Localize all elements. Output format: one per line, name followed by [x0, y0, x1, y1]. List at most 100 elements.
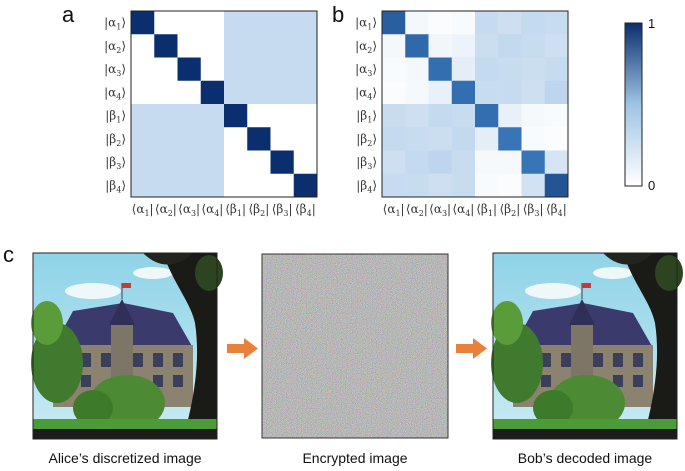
- heatmap-cell: [293, 104, 318, 128]
- heatmap-cell: [200, 127, 225, 151]
- heatmap-cell: [131, 150, 155, 175]
- heatmap-cell: [451, 80, 476, 105]
- heatmap-cell: [544, 34, 569, 58]
- heatmap-cell: [200, 150, 225, 175]
- colorbar-max-label: 1: [648, 16, 655, 31]
- panel-label-c: c: [3, 242, 14, 267]
- heatmap-cell: [382, 11, 406, 35]
- heatmap-cell: [270, 34, 295, 58]
- alice-image-caption: Alice’s discretized image: [48, 450, 202, 466]
- heatmap-cell: [521, 34, 546, 58]
- heatmap-cell: [224, 57, 248, 82]
- heatmap-cell: [270, 104, 295, 128]
- heatmap-cell: [475, 150, 499, 175]
- heatmap-cell: [154, 104, 178, 128]
- heatmap-cell: [270, 57, 295, 82]
- heatmap-cell: [475, 34, 499, 58]
- heatmap-cell: [498, 127, 522, 151]
- heatmap-cell: [247, 57, 271, 82]
- heatmap-cell: [382, 173, 406, 198]
- heatmap-cell: [428, 150, 453, 175]
- heatmap-cell: [247, 11, 271, 35]
- heatmap-cell: [177, 80, 202, 105]
- row-tick-label: |β2⟩: [356, 132, 377, 148]
- heatmap-cell: [224, 80, 248, 105]
- heatmap-cell: [451, 11, 476, 35]
- heatmap-cell: [544, 150, 569, 175]
- heatmap-cell: [451, 150, 476, 175]
- row-tick-label: |α3⟩: [104, 62, 126, 78]
- heatmap-cell: [521, 57, 546, 82]
- heatmap-cell: [475, 127, 499, 151]
- heatmap-cell: [224, 127, 248, 151]
- heatmap-cell: [475, 104, 499, 128]
- heatmap-cell: [247, 127, 271, 151]
- col-tick-label: ⟨α4|: [201, 202, 223, 218]
- heatmap-cell: [405, 57, 429, 82]
- heatmap-cell: [544, 80, 569, 105]
- heatmap-cell: [177, 34, 202, 58]
- row-tick-label: |α2⟩: [104, 39, 126, 55]
- heatmap-cell: [293, 57, 318, 82]
- heatmap-cell: [544, 57, 569, 82]
- row-tick-label: |α4⟩: [104, 85, 126, 101]
- heatmap-cell: [293, 34, 318, 58]
- heatmap-cell: [200, 57, 225, 82]
- heatmap-a: |α1⟩|α2⟩|α3⟩|α4⟩|β1⟩|β2⟩|β3⟩|β4⟩⟨α1|⟨α2|…: [104, 10, 318, 218]
- heatmap-cell: [293, 127, 318, 151]
- heatmap-cell: [428, 80, 453, 105]
- heatmap-cell: [293, 11, 318, 35]
- heatmap-cell: [521, 80, 546, 105]
- heatmap-cell: [200, 80, 225, 105]
- heatmap-cell: [405, 34, 429, 58]
- col-tick-label: ⟨α3|: [178, 202, 200, 218]
- heatmap-cell: [428, 34, 453, 58]
- heatmap-cell: [247, 34, 271, 58]
- alice-discretized-image: [30, 252, 224, 440]
- heatmap-cell: [131, 80, 155, 105]
- heatmap-cell: [475, 11, 499, 35]
- heatmap-cell: [200, 11, 225, 35]
- heatmap-cell: [544, 104, 569, 128]
- colorbar-gradient: [624, 22, 643, 187]
- row-tick-label: |β1⟩: [356, 109, 377, 125]
- heatmap-cell: [293, 80, 318, 105]
- heatmap-cell: [521, 150, 546, 175]
- heatmap-cell: [475, 173, 499, 198]
- heatmap-frame: [130, 10, 318, 198]
- heatmap-cell: [224, 104, 248, 128]
- heatmap-cell: [405, 80, 429, 105]
- heatmap-cell: [521, 127, 546, 151]
- heatmap-cell: [177, 150, 202, 175]
- heatmap-cell: [224, 34, 248, 58]
- heatmap-cell: [521, 11, 546, 35]
- panel-label-a: a: [62, 2, 75, 27]
- heatmap-cell: [451, 57, 476, 82]
- heatmap-cell: [405, 173, 429, 198]
- col-tick-label: ⟨α3|: [429, 202, 451, 218]
- heatmap-cell: [544, 127, 569, 151]
- heatmap-cell: [382, 34, 406, 58]
- row-tick-label: |α1⟩: [355, 16, 377, 32]
- heatmap-cell: [498, 80, 522, 105]
- heatmap-cell: [428, 57, 453, 82]
- heatmap-cell: [270, 127, 295, 151]
- heatmap-cell: [224, 150, 248, 175]
- encrypted-image-caption: Encrypted image: [302, 450, 408, 466]
- heatmap-cell: [247, 173, 271, 198]
- heatmap-cell: [270, 11, 295, 35]
- heatmap-cell: [177, 104, 202, 128]
- row-tick-label: |β3⟩: [356, 155, 377, 171]
- heatmap-cell: [224, 11, 248, 35]
- heatmap-cell: [382, 57, 406, 82]
- row-tick-label: |α1⟩: [104, 16, 126, 32]
- row-tick-label: |β1⟩: [105, 109, 126, 125]
- heatmap-cell: [428, 104, 453, 128]
- heatmap-cell: [428, 173, 453, 198]
- heatmap-cell: [405, 11, 429, 35]
- heatmap-cell: [177, 11, 202, 35]
- heatmap-cell: [247, 80, 271, 105]
- row-tick-label: |β4⟩: [356, 178, 377, 194]
- heatmap-cell: [382, 150, 406, 175]
- col-tick-label: ⟨α4|: [452, 202, 474, 218]
